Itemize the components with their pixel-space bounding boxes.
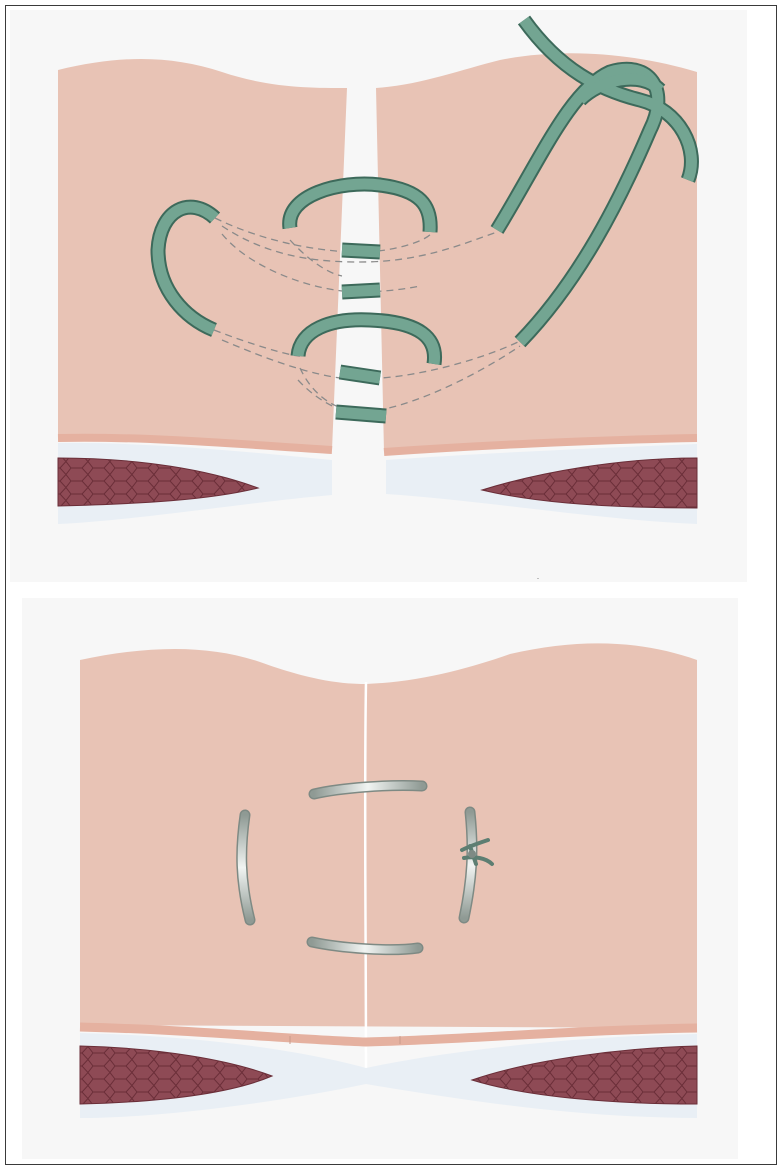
incision-line xyxy=(365,682,366,1080)
speck xyxy=(537,578,539,579)
skin-left xyxy=(58,59,347,450)
panel-open-wound xyxy=(10,10,747,582)
skin xyxy=(80,643,697,1028)
panel-closed-wound xyxy=(22,578,738,1159)
